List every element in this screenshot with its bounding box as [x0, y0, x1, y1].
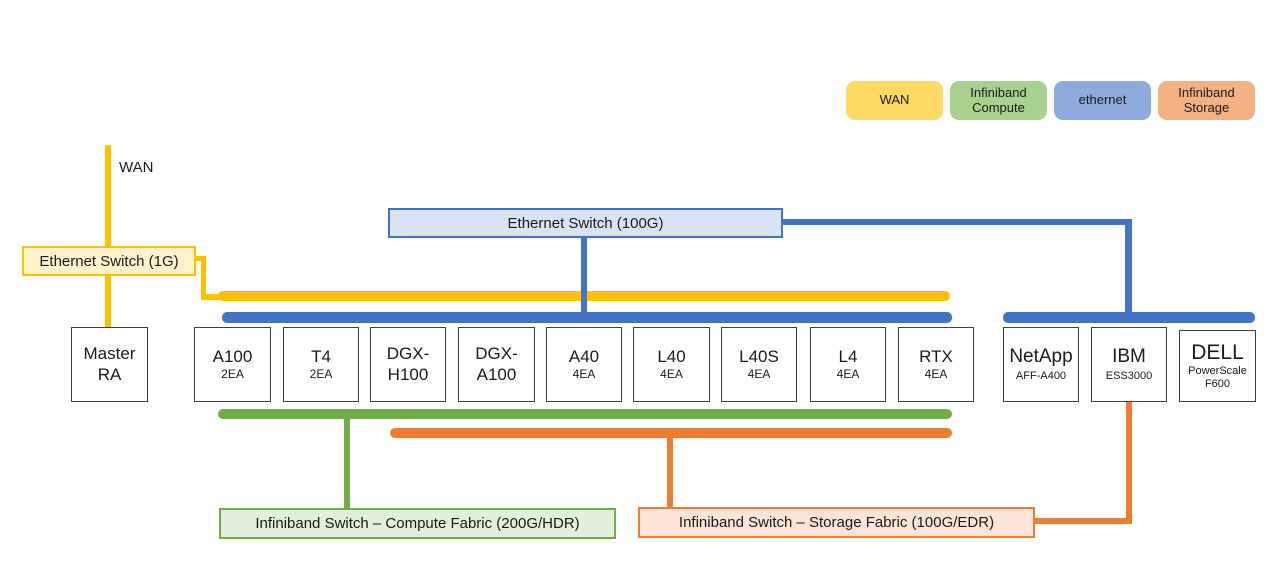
- ibm-storage-connector-h: [1035, 518, 1132, 524]
- node-label: L40: [657, 347, 686, 367]
- node-ibm: IBM ESS3000: [1091, 327, 1167, 402]
- node-label: RTX: [919, 347, 953, 367]
- compute-fabric-drop-line: [344, 414, 350, 508]
- wan-label: WAN: [119, 159, 154, 176]
- ethernet-compute-bus: [222, 312, 952, 323]
- ethernet-switch-100g: Ethernet Switch (100G): [388, 208, 783, 238]
- node-a100: A100 2EA: [194, 327, 271, 402]
- node-sublabel: AFF-A400: [1015, 369, 1067, 382]
- node-l40s: L40S 4EA: [721, 327, 797, 402]
- node-label: DGX- H100: [386, 344, 430, 384]
- node-label: DELL: [1191, 340, 1244, 364]
- node-label: DGX- A100: [475, 344, 518, 384]
- infiniband-compute-bus: [218, 409, 952, 419]
- node-label: IBM: [1112, 346, 1146, 368]
- node-master-ra: Master RA: [71, 327, 148, 402]
- node-t4: T4 2EA: [283, 327, 359, 402]
- node-netapp: NetApp AFF-A400: [1003, 327, 1079, 402]
- node-dgx-a100: DGX- A100: [458, 327, 535, 402]
- node-sublabel: 2EA: [309, 367, 333, 382]
- ethernet-right-connector-h: [783, 219, 1132, 225]
- node-label: A100: [212, 347, 253, 367]
- legend: WAN Infiniband Compute ethernet Infiniba…: [846, 81, 1255, 120]
- ethernet-switch-drop-line: [581, 237, 587, 313]
- node-label: T4: [311, 347, 331, 367]
- node-label: Master RA: [83, 344, 136, 384]
- node-rtx: RTX 4EA: [898, 327, 974, 402]
- node-label: L4: [838, 347, 858, 367]
- ethernet-right-connector-v: [1125, 219, 1132, 314]
- ethernet-storage-bus: [1003, 312, 1255, 323]
- node-sublabel: 4EA: [660, 367, 683, 382]
- node-sublabel: ESS3000: [1105, 369, 1153, 382]
- node-l4: L4 4EA: [810, 327, 886, 402]
- storage-fabric-drop-line: [667, 433, 673, 508]
- ethernet-switch-1g: Ethernet Switch (1G): [22, 246, 196, 276]
- node-label: A40: [568, 347, 600, 367]
- node-sublabel: 4EA: [747, 367, 771, 382]
- legend-item-infiniband-storage: Infiniband Storage: [1158, 81, 1255, 120]
- node-sublabel: 4EA: [836, 367, 860, 382]
- ibm-storage-connector-v: [1126, 402, 1132, 524]
- node-dell: DELL PowerScale F600: [1179, 330, 1256, 402]
- node-sublabel: 4EA: [924, 367, 948, 382]
- node-sublabel: 2EA: [221, 367, 244, 382]
- wan-connector-h2: [201, 294, 223, 300]
- node-dgx-h100: DGX- H100: [370, 327, 446, 402]
- node-l40: L40 4EA: [633, 327, 710, 402]
- node-sublabel: PowerScale F600: [1188, 364, 1247, 390]
- wan-line: [105, 145, 111, 327]
- infiniband-switch-storage-fabric: Infiniband Switch – Storage Fabric (100G…: [638, 507, 1035, 538]
- node-label: NetApp: [1009, 346, 1073, 368]
- wan-connector-v: [201, 256, 206, 300]
- infiniband-switch-compute-fabric: Infiniband Switch – Compute Fabric (200G…: [219, 508, 616, 539]
- legend-item-infiniband-compute: Infiniband Compute: [950, 81, 1047, 120]
- node-a40: A40 4EA: [546, 327, 622, 402]
- legend-item-wan: WAN: [846, 81, 943, 120]
- node-label: L40S: [739, 347, 779, 367]
- legend-item-ethernet: ethernet: [1054, 81, 1151, 120]
- node-sublabel: 4EA: [572, 367, 596, 382]
